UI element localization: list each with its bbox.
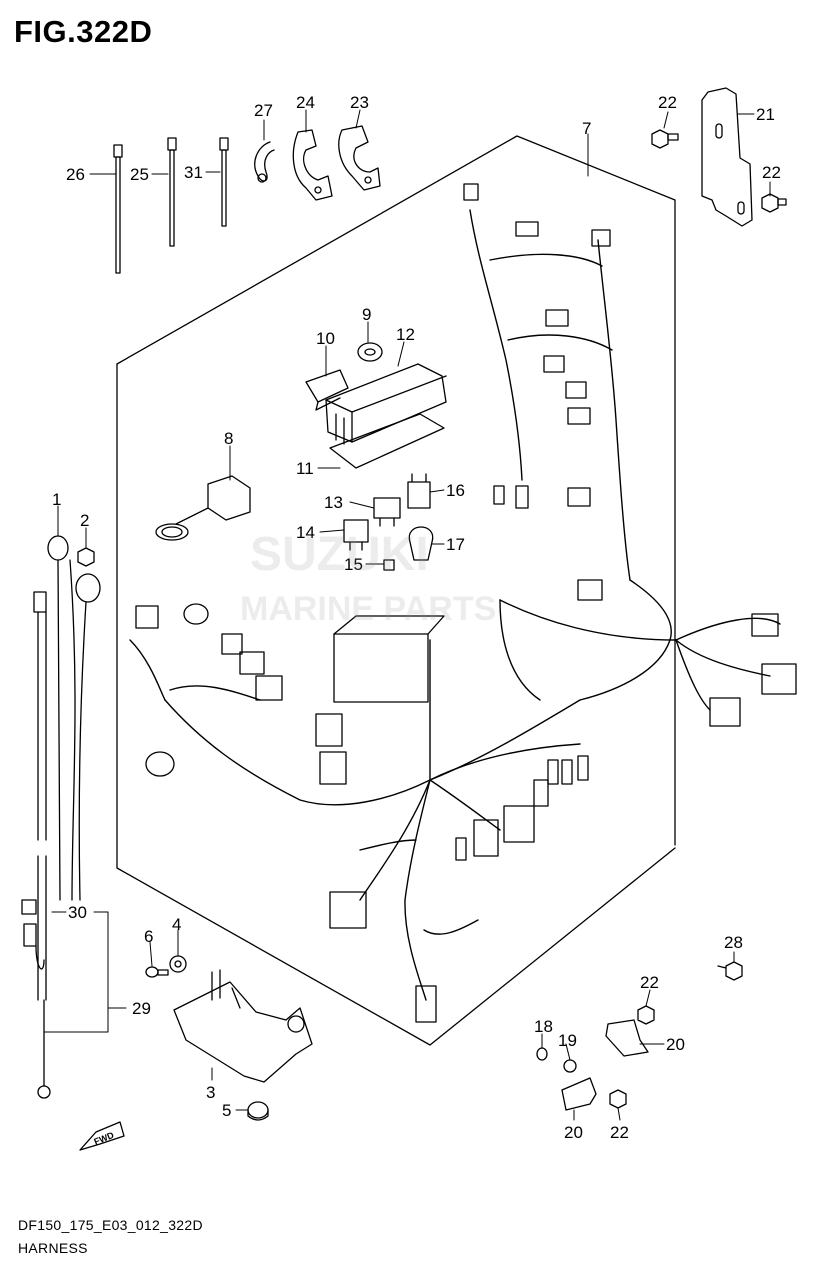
callout-19: 19: [558, 1031, 577, 1050]
callout-4: 4: [172, 915, 181, 934]
clamp-23[interactable]: [338, 125, 381, 191]
callout-29: 29: [132, 999, 151, 1018]
watermark-logo: SUZUKI MARINE PARTS: [240, 528, 496, 628]
seal-11[interactable]: [329, 413, 445, 469]
clamp-24[interactable]: [292, 129, 333, 201]
zip-tie-31[interactable]: [219, 137, 229, 227]
callout-27: 27: [254, 101, 273, 120]
callout-26: 26: [66, 165, 85, 184]
callout-31: 31: [184, 163, 203, 182]
callout-1: 1: [52, 490, 61, 509]
callout-22-c: 22: [640, 973, 659, 992]
clip-10[interactable]: [305, 369, 349, 411]
callout-20-a: 20: [666, 1035, 685, 1054]
callout-22-b: 22: [762, 163, 781, 182]
bolt-6[interactable]: [145, 966, 169, 978]
figure-title: FIG.322D: [14, 14, 153, 49]
section-name: HARNESS: [18, 1240, 88, 1256]
callout-14: 14: [296, 523, 315, 542]
callout-18: 18: [534, 1017, 553, 1036]
fuse-15[interactable]: [383, 559, 395, 571]
washer-18[interactable]: [536, 1047, 548, 1061]
zip-tie-25[interactable]: [167, 137, 177, 247]
callout-20-b: 20: [564, 1123, 583, 1142]
fuse-holder-16[interactable]: [407, 473, 431, 509]
bracket-20-b[interactable]: [561, 1077, 597, 1111]
washer-4[interactable]: [169, 955, 187, 973]
callout-5: 5: [222, 1101, 231, 1120]
wire-harness-7[interactable]: [129, 209, 781, 1001]
callout-17: 17: [446, 535, 465, 554]
bracket-3[interactable]: [173, 969, 313, 1083]
model-code: DF150_175_E03_012_322D: [18, 1217, 203, 1233]
callout-9: 9: [362, 305, 371, 324]
bolt-22-d[interactable]: [609, 1089, 627, 1109]
bolt-22-c[interactable]: [637, 1005, 655, 1025]
callout-6: 6: [144, 927, 153, 946]
bolt-22-a[interactable]: [651, 129, 679, 149]
callout-10: 10: [316, 329, 335, 348]
cable-2[interactable]: [75, 573, 101, 901]
bolt-28[interactable]: [717, 961, 743, 981]
callout-23: 23: [350, 93, 369, 112]
callout-16: 16: [446, 481, 465, 500]
fuse-box-12[interactable]: [325, 363, 447, 445]
callout-28: 28: [724, 933, 743, 952]
leader-lines: [43, 109, 771, 1121]
cap-8[interactable]: [155, 475, 251, 541]
zip-tie-26[interactable]: [113, 144, 123, 274]
harness-connectors: [135, 183, 797, 1023]
battery-cable-1[interactable]: [47, 535, 76, 901]
callout-11: 11: [296, 459, 314, 478]
fuse-wire-30[interactable]: [21, 591, 51, 1099]
grommet-5[interactable]: [247, 1101, 269, 1121]
callout-3: 3: [206, 1083, 215, 1102]
watermark-line1: SUZUKI: [250, 528, 429, 581]
callout-25: 25: [130, 165, 149, 184]
callout-24: 24: [296, 93, 315, 112]
watermark-line2: MARINE PARTS: [240, 590, 496, 628]
callout-labels: 1 2 3 4 5 6 7 8 9 10 11 12 13 14 15 16 1…: [52, 93, 781, 1142]
grommet-9[interactable]: [357, 342, 383, 362]
bolt-22-b[interactable]: [761, 193, 787, 213]
bracket-20-a[interactable]: [605, 1019, 649, 1057]
callout-13: 13: [324, 493, 343, 512]
clip-27[interactable]: [254, 141, 275, 183]
assembly-outline: [116, 135, 676, 1046]
callout-7: 7: [582, 119, 591, 138]
callout-30: 30: [68, 903, 87, 922]
washer-19[interactable]: [563, 1059, 577, 1073]
callout-22-d: 22: [610, 1123, 629, 1142]
callout-2: 2: [80, 511, 89, 530]
callout-22-a: 22: [658, 93, 677, 112]
callout-21: 21: [756, 105, 775, 124]
bracket-21[interactable]: [701, 87, 753, 227]
callout-15: 15: [344, 555, 363, 574]
sensor-17[interactable]: [408, 526, 434, 561]
callout-8: 8: [224, 429, 233, 448]
relay-14[interactable]: [343, 519, 369, 551]
callout-12: 12: [396, 325, 415, 344]
nut-2[interactable]: [77, 547, 95, 567]
fwd-arrow-icon: FWD: [79, 1121, 125, 1151]
